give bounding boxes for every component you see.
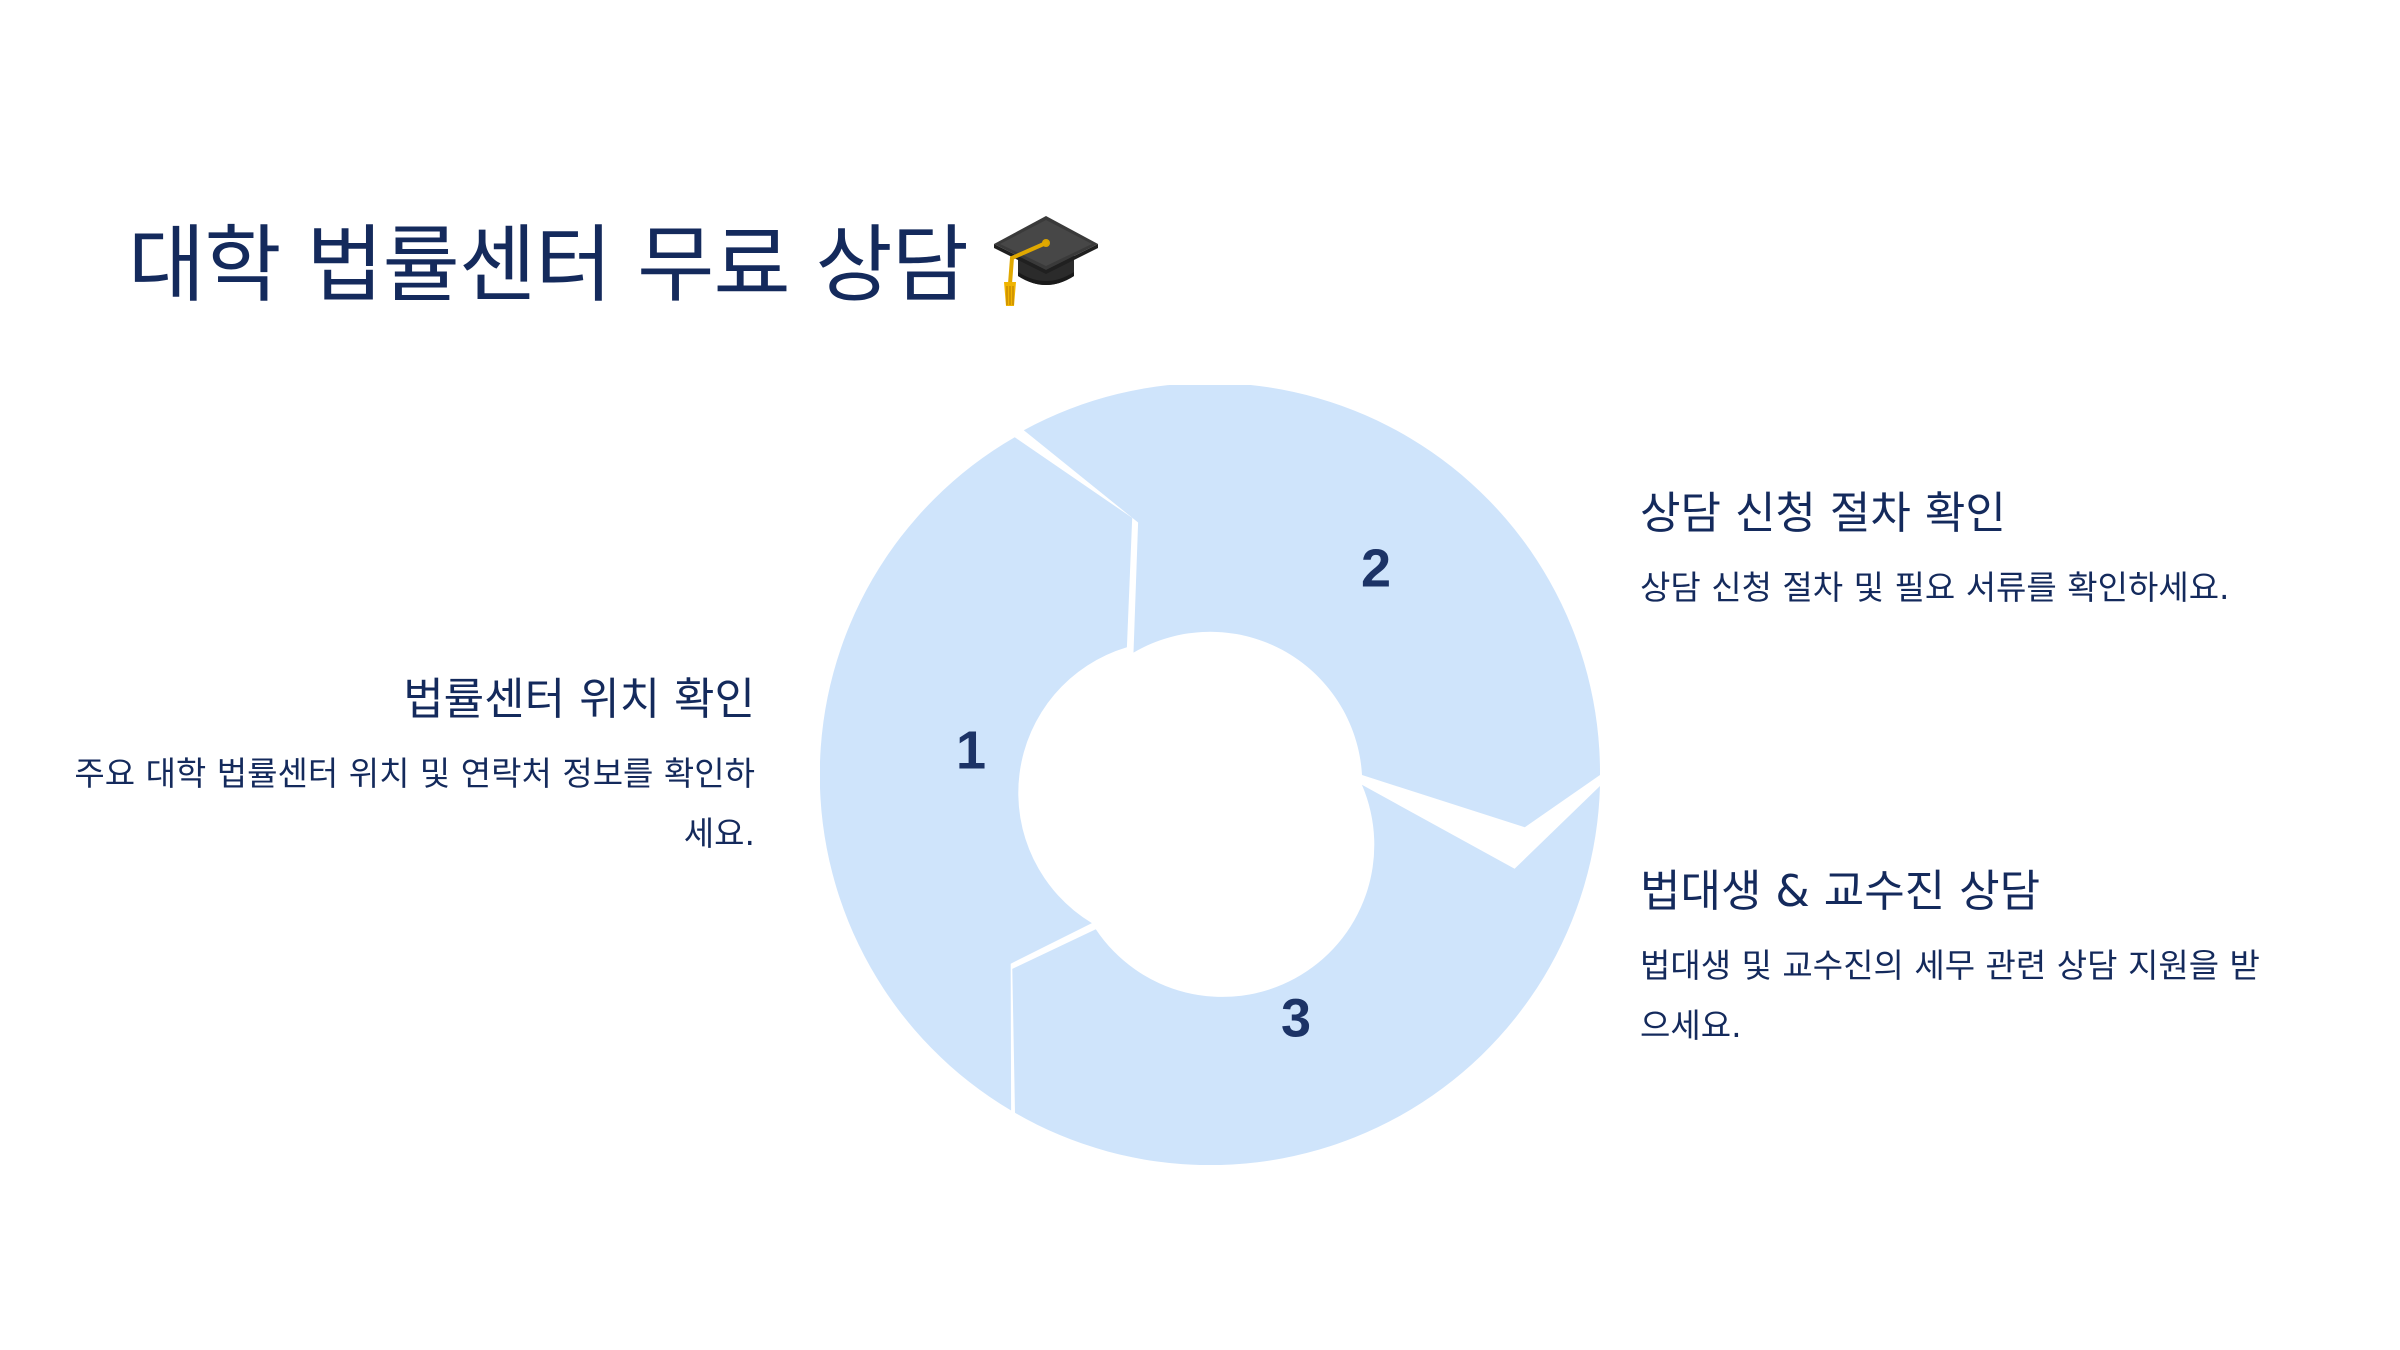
graduation-cap-icon [990, 202, 1102, 314]
step-1-info: 법률센터 위치 확인 주요 대학 법률센터 위치 및 연락처 정보를 확인하세요… [55, 670, 755, 864]
step-2-info: 상담 신청 절차 확인 상담 신청 절차 및 필요 서류를 확인하세요. [1640, 484, 2380, 618]
page-title-text: 대학 법률센터 무료 상담 [128, 215, 969, 314]
step-3-description: 법대생 및 교수진의 세무 관련 상담 지원을 받으세요. [1640, 946, 2260, 1045]
step-number-1: 1 [956, 720, 986, 780]
cycle-segment-1 [820, 437, 1133, 1111]
step-3-info: 법대생 & 교수진 상담 법대생 및 교수진의 세무 관련 상담 지원을 받으세… [1640, 862, 2280, 1056]
cycle-segment-2 [1023, 385, 1600, 828]
step-number-2: 2 [1361, 538, 1391, 598]
step-2-title: 상담 신청 절차 확인 [1640, 488, 2006, 539]
step-1-description: 주요 대학 법률센터 위치 및 연락처 정보를 확인하세요. [74, 754, 755, 853]
page-title: 대학 법률센터 무료 상담 [128, 198, 1102, 318]
step-1-title: 법률센터 위치 확인 [403, 674, 755, 725]
process-cycle-diagram: 1 2 3 [820, 385, 1600, 1165]
step-3-title: 법대생 & 교수진 상담 [1640, 866, 2041, 917]
step-2-description: 상담 신청 절차 및 필요 서류를 확인하세요. [1640, 568, 2230, 607]
cycle-segment-3 [1012, 784, 1600, 1165]
step-number-3: 3 [1281, 988, 1311, 1048]
